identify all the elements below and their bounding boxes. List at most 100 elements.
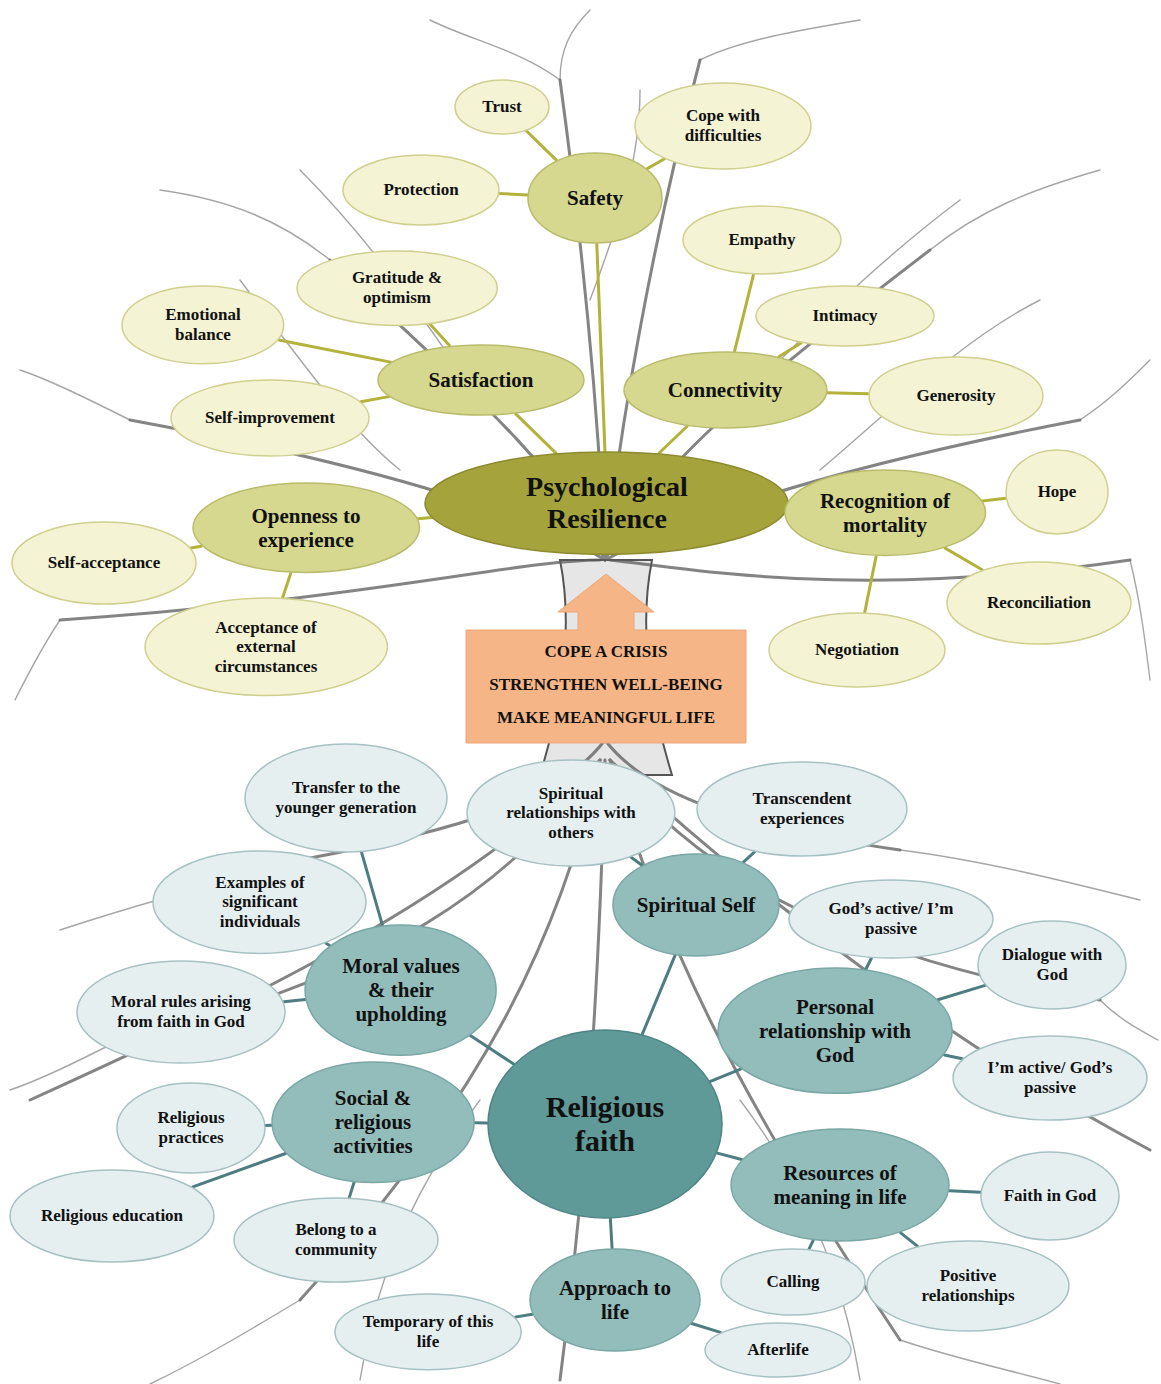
branch-connector (284, 1000, 306, 1002)
node-label: MAKE MEANINGFUL LIFE (489, 701, 723, 734)
branch-connector (735, 275, 754, 351)
text-group: Transfer to the younger generation (273, 778, 420, 817)
text-group: Connectivity (668, 378, 782, 402)
ellipse-shape (869, 357, 1043, 435)
resilience-leaf: Intimacy (755, 285, 935, 347)
branch-connector (430, 324, 450, 346)
resilience-category: Safety (527, 152, 663, 244)
ellipse-shape (683, 206, 841, 274)
text-group: Spiritual relationships with others (497, 784, 645, 843)
ellipse-shape (77, 961, 285, 1063)
node-label: Self-improvement (205, 408, 335, 428)
resilience-leaf: Negotiation (768, 612, 946, 688)
ellipse-shape (245, 744, 447, 852)
text-group: Gratitude & optimism (326, 268, 467, 307)
node-label: Transcendent experiences (726, 789, 879, 828)
ellipse-shape (455, 80, 549, 134)
tree-stroke (1130, 560, 1150, 680)
text-group: Negotiation (815, 640, 899, 660)
ellipse-shape (193, 483, 419, 572)
faith-leaf: Religious practices (116, 1082, 266, 1174)
resilience-category: Connectivity (623, 351, 828, 429)
ellipse-shape (12, 522, 196, 604)
text-group: Satisfaction (429, 368, 534, 392)
text-group: Generosity (916, 386, 995, 406)
node-label: Openness to experience (225, 504, 387, 552)
faith-category: Approach to life (529, 1248, 701, 1352)
branch-connector (418, 518, 432, 519)
ellipse-shape (947, 562, 1131, 644)
text-group: Calling (767, 1272, 820, 1292)
text-group: Openness to experience (225, 504, 387, 552)
branch-connector (779, 343, 801, 357)
resilience-category: Recognition of mortality (784, 469, 987, 556)
text-group: Safety (567, 186, 623, 210)
resilience-leaf: Acceptance of external circumstances (144, 597, 388, 697)
ellipse-shape (305, 925, 496, 1055)
node-label: Personal relationship with God (752, 995, 918, 1067)
ellipse-shape (467, 760, 675, 866)
tree-stroke (150, 1300, 300, 1384)
tree-stroke (20, 370, 130, 420)
branch-connector (692, 1324, 721, 1333)
branch-connector (866, 958, 872, 969)
ellipse-shape (488, 1030, 722, 1218)
resilience-leaf: Trust (454, 79, 550, 135)
text-group: Transcendent experiences (726, 789, 879, 828)
ellipse-shape (635, 83, 811, 169)
node-label: Dialogue with God (998, 945, 1106, 984)
tree-stroke (560, 10, 590, 80)
ellipse-shape (731, 1129, 949, 1241)
text-group: Faith in God (1004, 1186, 1097, 1206)
branch-connector (945, 548, 982, 570)
text-group: Belong to a community (262, 1220, 410, 1259)
text-group: Afterlife (747, 1340, 808, 1360)
node-label: Calling (767, 1272, 820, 1292)
ellipse-shape (117, 1083, 265, 1173)
text-group: Psychological Resilience (486, 471, 728, 535)
node-label: Self-acceptance (48, 553, 160, 573)
node-label: Religious practices (137, 1108, 245, 1147)
ellipse-shape (10, 1170, 214, 1262)
node-label: Recognition of mortality (816, 489, 953, 537)
resilience-leaf: Empathy (682, 205, 842, 275)
faith-leaf: Transfer to the younger generation (244, 743, 448, 853)
ellipse-shape (272, 1062, 474, 1182)
node-label: I’m active/ God’s passive (980, 1058, 1121, 1097)
ellipse-shape (785, 470, 986, 555)
node-label: Trust (482, 97, 521, 117)
branch-connector (659, 426, 687, 453)
node-label: Afterlife (747, 1340, 808, 1360)
tree-stroke (1080, 360, 1150, 420)
branch-connector (865, 557, 876, 613)
text-group: Social & religious activities (304, 1086, 441, 1158)
ellipse-shape (378, 345, 584, 415)
ellipse-shape (297, 251, 497, 325)
node-label: Examples of significant individuals (186, 873, 334, 932)
node-label: COPE A CRISIS (489, 635, 723, 668)
branch-connector (326, 943, 330, 945)
faith-leaf: Moral rules arising from faith in God (76, 960, 286, 1064)
node-label: Positive relationships (895, 1266, 1042, 1305)
branch-connector (631, 857, 642, 865)
node-label: Social & religious activities (304, 1086, 441, 1158)
text-group: Spiritual Self (637, 893, 755, 917)
tree-stroke (10, 1040, 120, 1090)
tree-stroke (15, 620, 60, 700)
ellipse-shape (425, 452, 788, 554)
branch-connector (471, 1036, 514, 1064)
node-label: Empathy (728, 230, 795, 250)
branch-connector (610, 1219, 612, 1248)
faith-leaf: Afterlife (704, 1322, 852, 1378)
faith-leaf: Transcendent experiences (696, 761, 908, 857)
tree-stroke (700, 20, 860, 60)
ellipse-shape (153, 851, 366, 953)
text-group: Self-improvement (205, 408, 335, 428)
text-group: Personal relationship with God (752, 995, 918, 1067)
branch-connector (361, 397, 389, 402)
resilience-category: Openness to experience (192, 482, 420, 573)
branch-connector (500, 194, 528, 195)
text-group: I’m active/ God’s passive (980, 1058, 1121, 1097)
resilience-leaf: Hope (1005, 449, 1109, 535)
ellipse-shape (122, 286, 284, 364)
